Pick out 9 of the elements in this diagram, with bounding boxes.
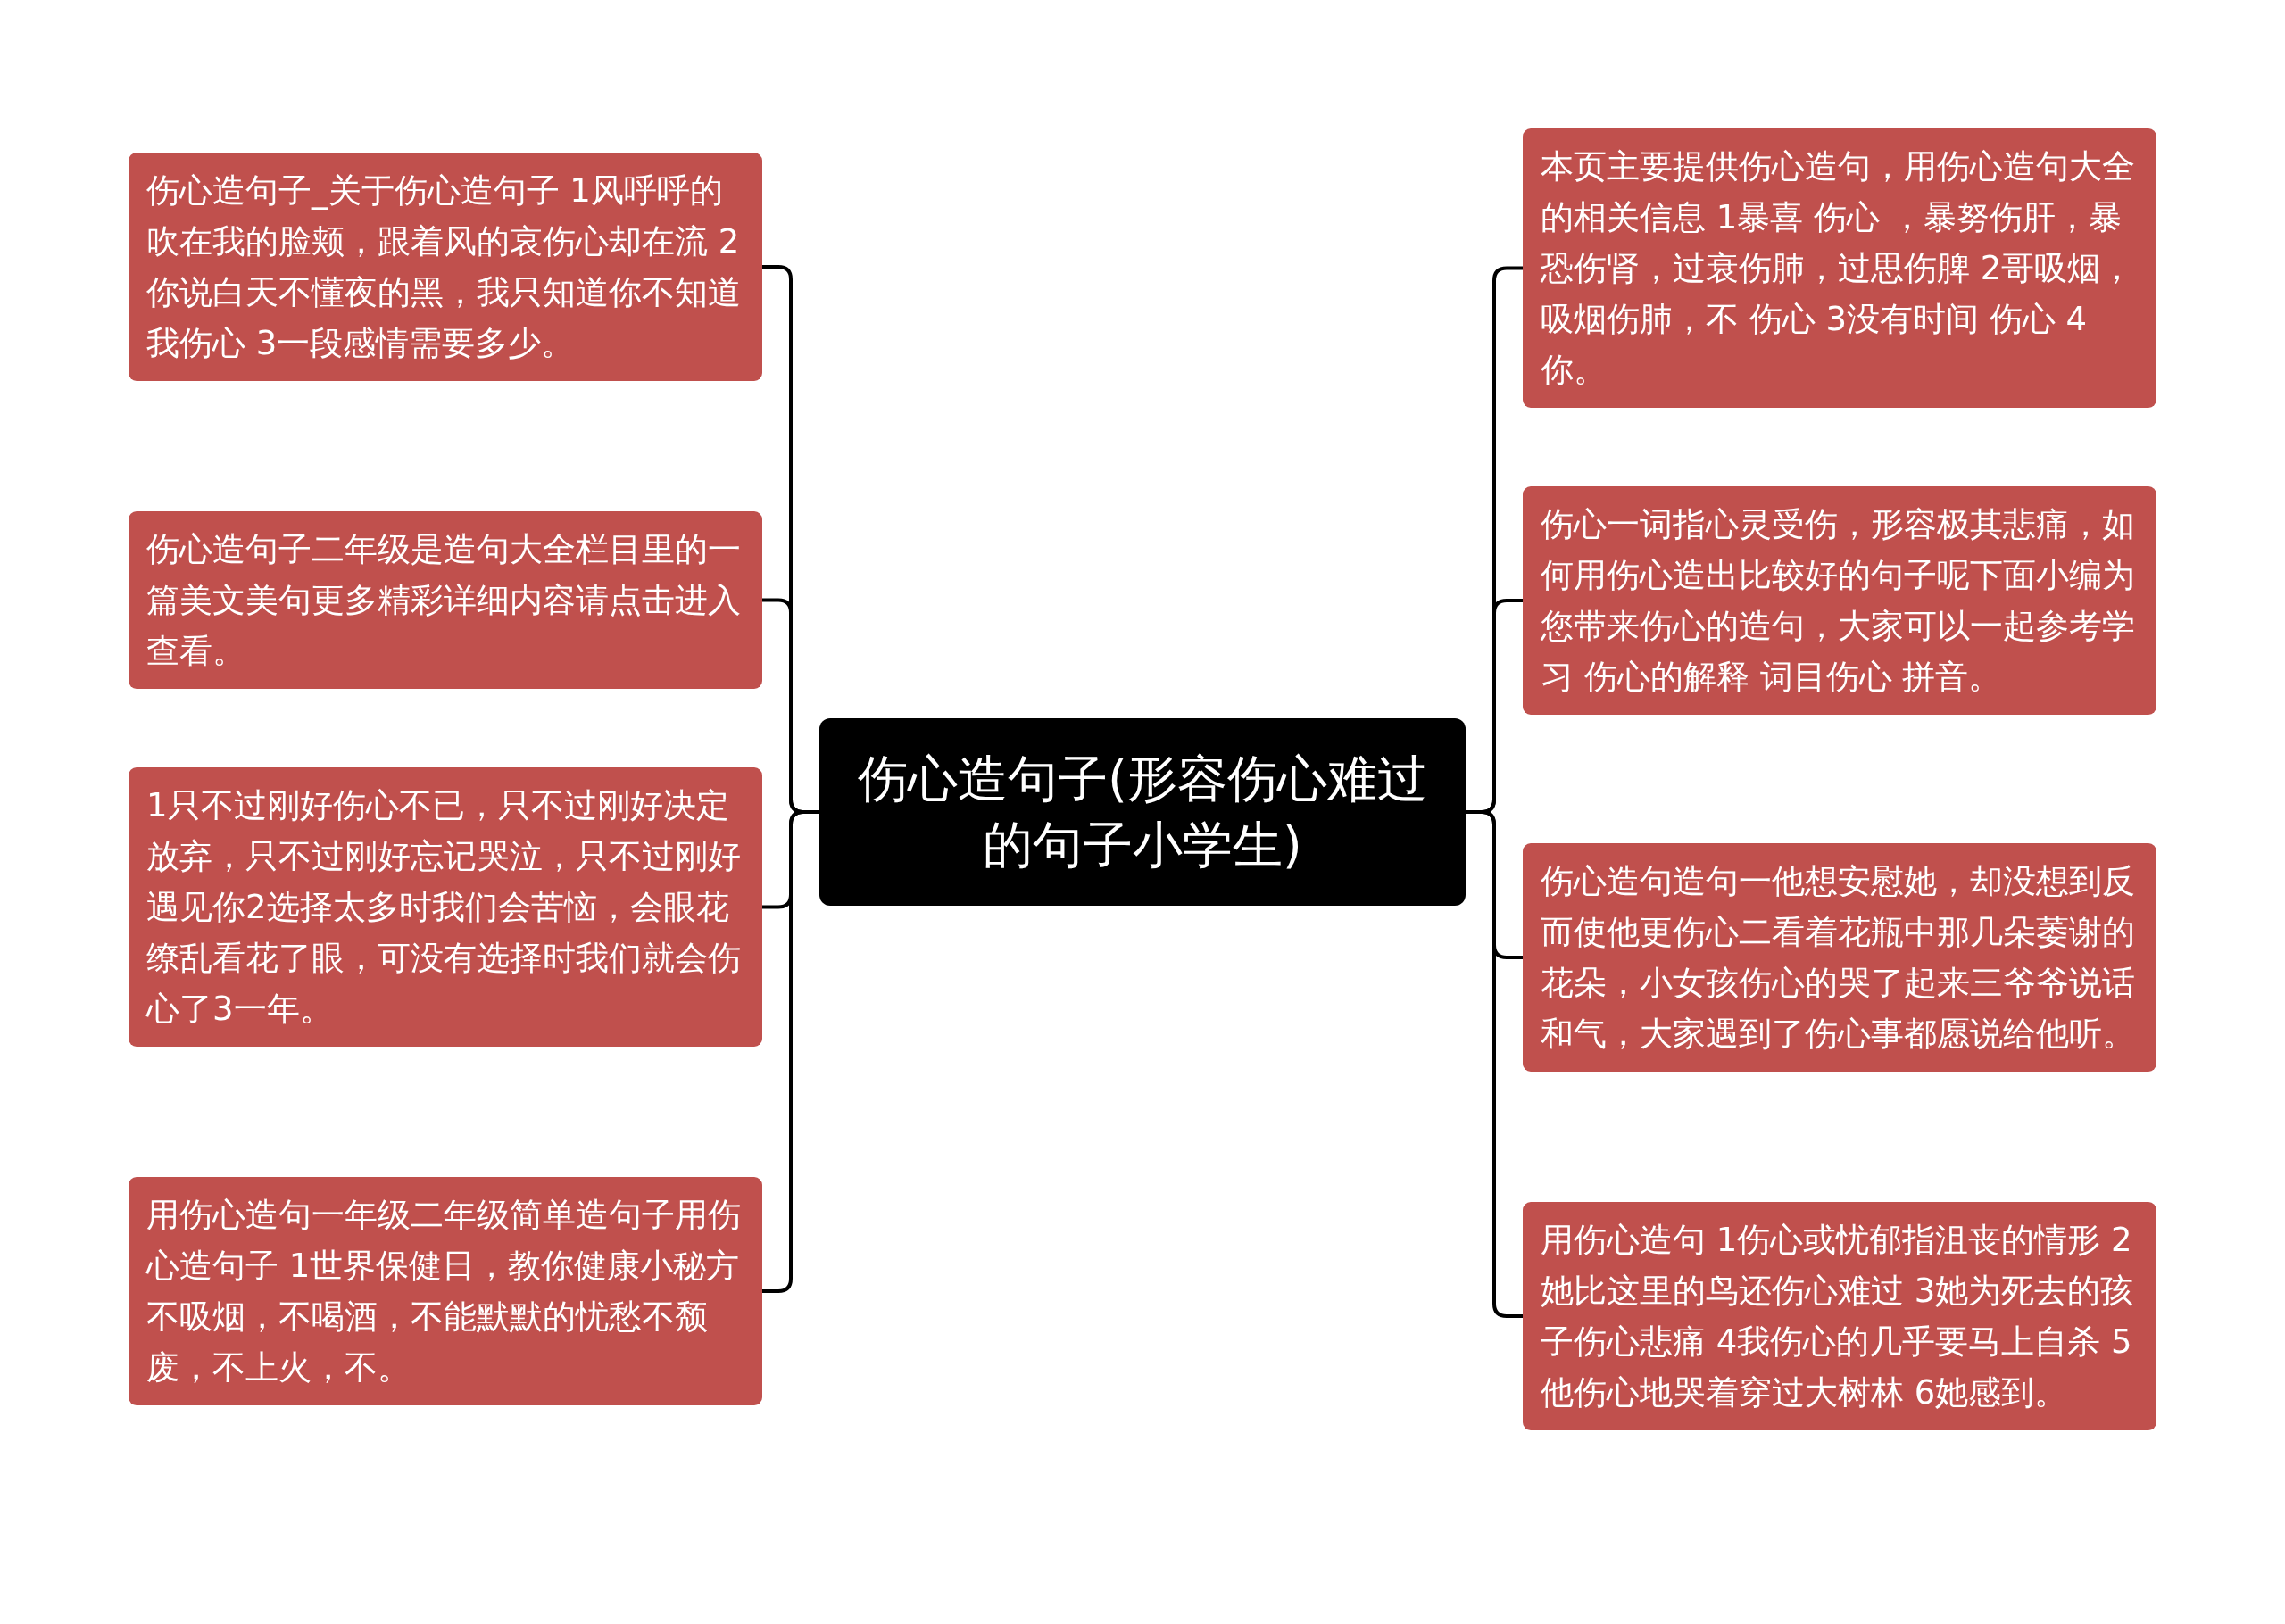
topic-box: 伤心一词指心灵受伤，形容极其悲痛，如何用伤心造出比较好的句子呢下面小编为您带来伤心的造句，大家可以一起参考学习 伤心的解释 词目伤心 拼音。 <box>1523 486 2156 715</box>
topic-box: 1只不过刚好伤心不已，只不过刚好决定放弃，只不过刚好忘记哭泣，只不过刚好遇见你2选择太多时我们会苦恼，会眼花缭乱看花了眼，可没有选择时我们就会伤心了3一年。 <box>129 767 762 1047</box>
topic-box: 伤心造句造句一他想安慰她，却没想到反而使他更伤心二看着花瓶中那几朵萎谢的花朵，小女孩伤心的哭了起来三爷爷说话和气，大家遇到了伤心事都愿说给他听。 <box>1523 843 2156 1072</box>
central-topic-box: 伤心造句子(形容伤心难过的句子小学生) <box>819 718 1466 906</box>
topic-box: 伤心造句子_关于伤心造句子 1风呼呼的吹在我的脸颊，跟着风的哀伤心却在流 2你说白天不懂夜的黑，我只知道你不知道我伤心 3一段感情需要多少。 <box>129 153 762 381</box>
topic-box: 用伤心造句一年级二年级简单造句子用伤心造句子 1世界保健日，教你健康小秘方不吸烟，不喝酒，不能默默的忧愁不颓废，不上火，不。 <box>129 1177 762 1405</box>
topic-box: 本页主要提供伤心造句，用伤心造句大全的相关信息 1暴喜 伤心 ，暴努伤肝，暴恐伤肾，过衰伤肺，过思伤脾 2哥吸烟，吸烟伤肺，不 伤心 3没有时间 伤心 4你。 <box>1523 128 2156 408</box>
topic-box: 用伤心造句 1伤心或忧郁指沮丧的情形 2她比这里的鸟还伤心难过 3她为死去的孩子伤心悲痛 4我伤心的几乎要马上自杀 5他伤心地哭着穿过大树林 6她感到。 <box>1523 1202 2156 1430</box>
topic-box: 伤心造句子二年级是造句大全栏目里的一篇美文美句更多精彩详细内容请点击进入查看。 <box>129 511 762 689</box>
